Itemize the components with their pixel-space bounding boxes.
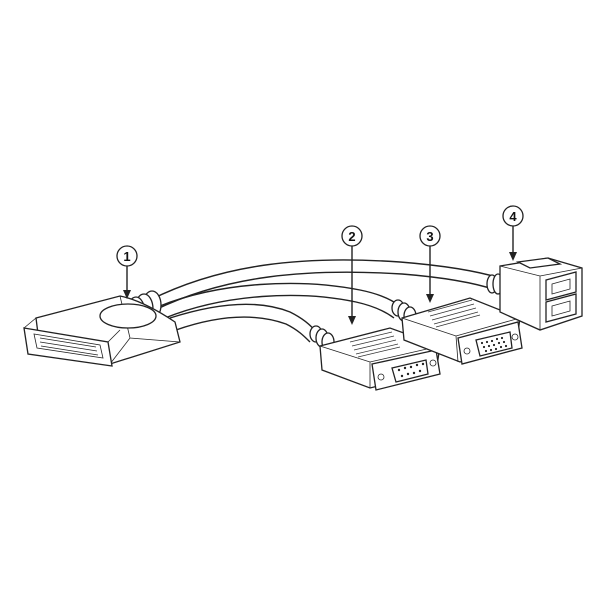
- db15-pins: [480, 336, 508, 353]
- callout-3: 3: [419, 225, 441, 247]
- strain-relief-2: [309, 325, 335, 352]
- grip-hatch-3: [427, 299, 481, 328]
- callout-1-label: 1: [123, 249, 130, 264]
- callout-2-label: 2: [348, 229, 355, 244]
- callout-leaders: [123, 226, 517, 325]
- callout-3-label: 3: [426, 229, 433, 244]
- db15-connector: [391, 297, 523, 365]
- cable-bundle: [149, 259, 501, 343]
- grip-hatch-2: [349, 331, 401, 358]
- dual-rj45-connector: [486, 257, 583, 331]
- callout-4: 4: [502, 205, 524, 227]
- callout-2: 2: [341, 225, 363, 247]
- db9-pins: [397, 362, 425, 378]
- callout-1: 1: [116, 245, 138, 267]
- callout-4-label: 4: [509, 209, 517, 224]
- main-connector: [23, 290, 181, 367]
